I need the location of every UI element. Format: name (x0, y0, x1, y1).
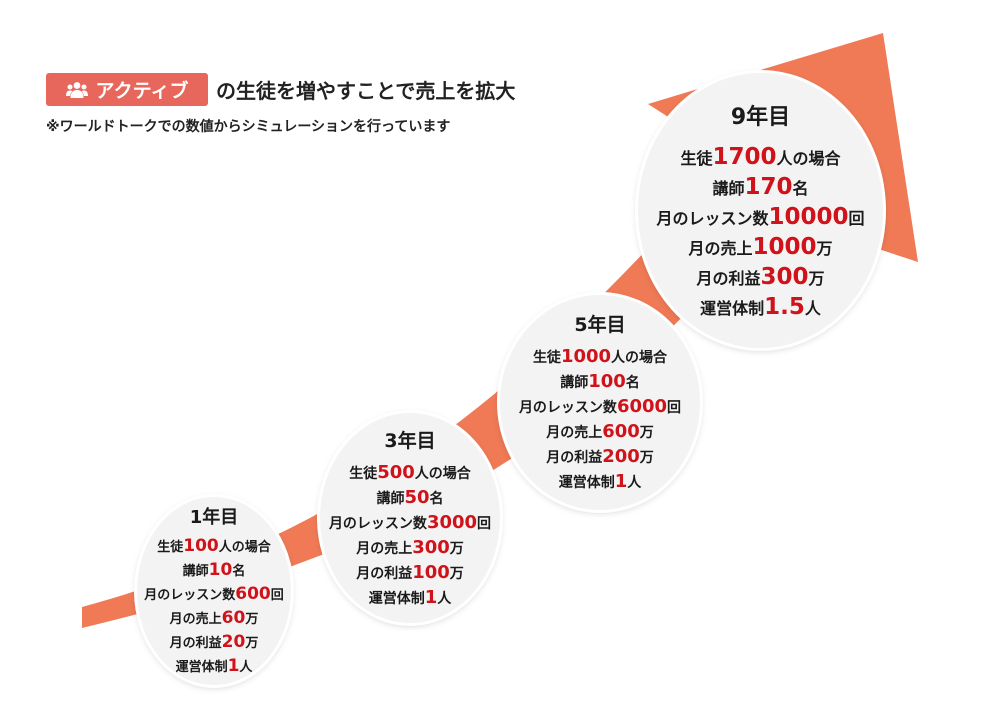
milestone-title: 1年目 (189, 507, 239, 528)
profit-line: 月の利益200万 (546, 446, 654, 467)
students-line: 生徒1700人の場合 (680, 143, 841, 170)
teachers-line: 講師100名 (560, 371, 640, 392)
teachers-value: 50 (404, 486, 430, 508)
milestone-year-9: 9年目 生徒1700人の場合 講師170名 月のレッスン数10000回 月の売上… (638, 73, 883, 348)
staff-line: 運営体制1人 (175, 656, 253, 676)
staff-value: 1 (227, 656, 240, 676)
students-line: 生徒1000人の場合 (532, 346, 668, 367)
lessons-value: 6000 (616, 396, 668, 417)
lessons-line: 月のレッスン数3000回 (328, 511, 492, 533)
sales-line: 月の売上300万 (356, 536, 464, 558)
simulation-note: ※ワールドトークでの数値からシミュレーションを行っています (46, 119, 451, 135)
teachers-value: 170 (744, 173, 793, 200)
profit-value: 100 (412, 561, 450, 583)
milestone-title: 9年目 (730, 104, 791, 130)
growth-arrow-shape (82, 33, 918, 628)
sales-value: 300 (412, 536, 450, 558)
teachers-value: 100 (588, 371, 626, 392)
people-icon (65, 81, 88, 98)
sales-value: 600 (602, 421, 640, 442)
students-value: 1000 (560, 346, 612, 367)
students-value: 500 (377, 461, 415, 483)
teachers-line: 講師170名 (712, 173, 809, 200)
sales-value: 60 (221, 608, 246, 628)
teachers-line: 講師10名 (182, 560, 246, 580)
profit-value: 300 (760, 263, 809, 290)
staff-line: 運営体制1人 (368, 586, 452, 608)
staff-line: 運営体制1人 (558, 471, 642, 492)
profit-line: 月の利益300万 (696, 263, 825, 290)
milestone-year-3: 3年目 生徒500人の場合 講師50名 月のレッスン数3000回 月の売上300… (320, 413, 500, 623)
students-line: 生徒100人の場合 (157, 536, 271, 556)
milestone-year-1: 1年目 生徒100人の場合 講師10名 月のレッスン数600回 月の売上60万 … (137, 497, 291, 685)
lessons-line: 月のレッスン数6000回 (518, 396, 682, 417)
profit-line: 月の利益20万 (169, 632, 259, 652)
staff-value: 1.5 (764, 293, 805, 320)
milestone-year-5: 5年目 生徒1000人の場合 講師100名 月のレッスン数6000回 月の売上6… (500, 295, 700, 510)
badge-label: アクティブ (95, 80, 189, 102)
teachers-value: 10 (208, 560, 233, 580)
lessons-value: 3000 (426, 511, 478, 533)
students-line: 生徒500人の場合 (349, 461, 471, 483)
staff-line: 運営体制1.5人 (700, 293, 821, 320)
sales-line: 月の売上60万 (169, 608, 259, 628)
lessons-line: 月のレッスン数600回 (144, 584, 284, 604)
sales-value: 1000 (752, 233, 817, 260)
headline: の生徒を増やすことで売上を拡大 (216, 79, 516, 103)
sales-line: 月の売上1000万 (688, 233, 833, 260)
sales-line: 月の売上600万 (546, 421, 654, 442)
lessons-value: 10000 (768, 203, 849, 230)
staff-value: 1 (424, 586, 438, 608)
students-value: 1700 (712, 143, 777, 170)
staff-value: 1 (614, 471, 628, 492)
lessons-line: 月のレッスン数10000回 (656, 203, 865, 230)
profit-value: 20 (221, 632, 246, 652)
active-badge: アクティブ (46, 73, 208, 106)
milestone-title: 3年目 (384, 429, 436, 452)
lessons-value: 600 (235, 584, 271, 604)
students-value: 100 (183, 536, 219, 556)
teachers-line: 講師50名 (376, 486, 444, 508)
milestone-title: 5年目 (574, 314, 626, 336)
profit-value: 200 (602, 446, 640, 467)
profit-line: 月の利益100万 (356, 561, 464, 583)
